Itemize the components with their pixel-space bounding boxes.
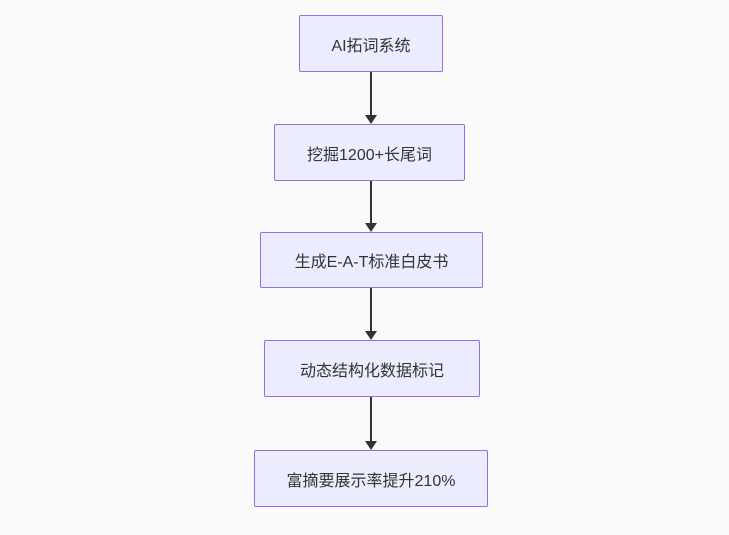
- arrowhead-down-icon: [365, 223, 377, 232]
- flow-node-ai-keyword-system: AI拓词系统: [299, 15, 443, 72]
- flow-node-structured-data-markup: 动态结构化数据标记: [264, 340, 480, 397]
- flow-node-label: 挖掘1200+长尾词: [307, 146, 432, 164]
- arrow-line: [370, 181, 372, 223]
- flow-node-label: AI拓词系统: [331, 37, 411, 55]
- arrow-line: [370, 288, 372, 331]
- arrowhead-down-icon: [365, 441, 377, 450]
- flow-node-label: 富摘要展示率提升210%: [286, 472, 456, 490]
- flow-node-longtail-mining: 挖掘1200+长尾词: [274, 124, 465, 181]
- flow-edge-3: [364, 288, 378, 340]
- flow-edge-4: [364, 397, 378, 450]
- flow-node-rich-snippet-result: 富摘要展示率提升210%: [254, 450, 488, 507]
- arrowhead-down-icon: [365, 115, 377, 124]
- flow-node-eat-whitepaper: 生成E-A-T标准白皮书: [260, 232, 483, 288]
- flow-edge-2: [364, 181, 378, 232]
- arrow-line: [370, 72, 372, 115]
- flow-node-label: 生成E-A-T标准白皮书: [294, 254, 449, 271]
- flow-node-label: 动态结构化数据标记: [299, 362, 444, 380]
- arrow-line: [370, 397, 372, 441]
- arrowhead-down-icon: [365, 331, 377, 340]
- flow-edge-1: [364, 72, 378, 124]
